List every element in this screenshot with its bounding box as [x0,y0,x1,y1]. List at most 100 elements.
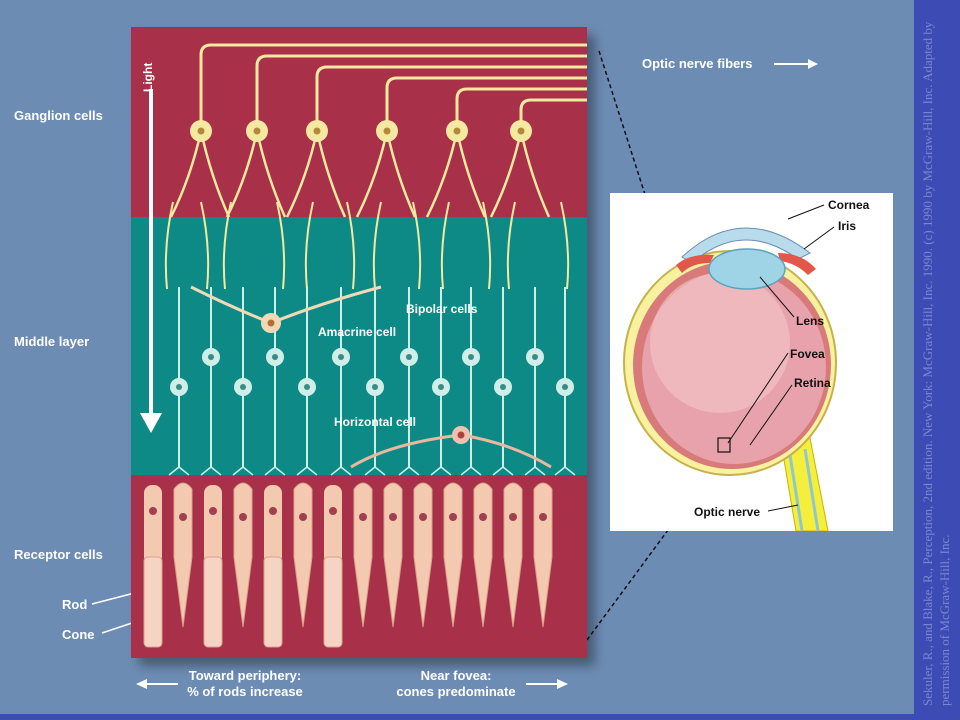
eye-diagram-panel: Cornea Iris Lens Fovea Retina Optic nerv… [610,193,893,531]
bipolar-terminal [330,466,352,476]
bipolar-nucleus [272,354,278,360]
fovea-arrowhead [557,679,568,689]
periphery-line2: % of rods increase [187,684,303,699]
bipolar-nucleus [176,384,182,390]
bipolar-nucleus [304,384,310,390]
cone-nucleus [479,513,487,521]
fiber-branch [440,201,450,290]
lens-label: Lens [796,314,825,328]
fiber-branch [506,201,516,290]
periphery-arrowhead [136,679,147,689]
optic-nerve-label: Optic nerve [694,505,761,519]
cone-nucleus [179,513,187,521]
optic-fiber [385,76,587,131]
amacrine-cell-label: Amacrine cell [318,325,397,339]
bipolar-terminal [200,466,222,476]
horizontal-cell-label: Horizontal cell [334,415,417,429]
bipolar-terminal [430,466,452,476]
ganglion-nucleus [253,127,261,135]
ganglion-nucleus [383,127,391,135]
rod-nucleus [269,507,277,515]
bipolar-terminal [554,466,576,476]
fiber-branch [560,201,570,290]
fiber-branch [412,201,422,290]
lens-shape [708,248,786,290]
bipolar-nucleus [240,384,246,390]
light-label: Light [141,62,155,92]
bipolar-terminal [232,466,254,476]
cone-nucleus [389,513,397,521]
bipolar-nucleus [406,354,412,360]
rod-outer-segment [143,556,163,648]
cone-nucleus [239,513,247,521]
ganglion-nucleus [517,127,525,135]
fiber-branch [482,201,492,290]
lens-pointer [759,276,795,318]
cornea-pointer [787,204,825,220]
fiber-branch [164,201,174,290]
rod-label: Rod [62,597,88,612]
rod-nucleus [209,507,217,515]
cone-shape [173,482,193,628]
bipolar-terminal [296,466,318,476]
bipolar-nucleus [468,354,474,360]
bipolar-nucleus [208,354,214,360]
fovea-label: Fovea [790,347,825,361]
fiber-branch [200,201,210,290]
bipolar-nucleus [438,384,444,390]
optic-vessels [788,448,820,531]
rod-outer-segment [323,556,343,648]
retina-diagram [131,27,587,658]
bipolar-terminal [524,466,546,476]
fovea-pointer [727,352,789,444]
fovea-line2: cones predominate [396,684,516,699]
bottom-bar [0,714,914,720]
ganglion-nucleus [313,127,321,135]
cone-nucleus [299,513,307,521]
optic-fiber [255,54,587,131]
fiber-branch [222,201,232,290]
fovea-marker [717,437,731,453]
bipolar-terminal [460,466,482,476]
cone-shape [473,482,493,628]
cone-shape [503,482,523,628]
fiber-branch [276,201,286,290]
optic-fiber [455,87,587,131]
optic-fiber [315,65,587,131]
amacrine-nucleus [267,319,275,327]
rod-nucleus [149,507,157,515]
cone-shape [383,482,403,628]
cone-shape [233,482,253,628]
middle-layer-bg [131,217,587,475]
bipolar-terminal [364,466,386,476]
cone-shape [293,482,313,628]
eye-diagram [623,204,837,531]
rod-inner [264,485,282,565]
rod-outer-segment [263,556,283,648]
light-label-wrap: Light [141,52,157,92]
optic-fibers-label: Optic nerve fibers [642,56,753,71]
middle-layer-label: Middle layer [14,334,90,349]
iris-left [676,254,714,273]
rod-inner [204,485,222,565]
fiber-branch [304,201,314,290]
bipolar-terminal [398,466,420,476]
horizontal-nucleus [457,431,465,439]
vitreous-highlight [650,273,790,413]
bipolar-terminal [492,466,514,476]
ganglion-cells-label: Ganglion cells [14,108,103,123]
bipolar-nucleus [500,384,506,390]
retina-cross-section [131,27,587,658]
periphery-line1: Toward periphery: [188,668,302,683]
iris-label: Iris [838,219,857,233]
cone-nucleus [509,513,517,521]
cone-shape [443,482,463,628]
fiber-branch [372,201,382,290]
cone-shape [353,482,373,628]
retina-pointer [749,384,793,446]
bipolar-terminal [168,466,190,476]
bipolar-cells-label: Bipolar cells [406,302,478,316]
cone-nucleus [419,513,427,521]
optic-nerve-pointer [767,504,799,512]
periphery-label: Toward periphery: % of rods increase [180,668,310,700]
